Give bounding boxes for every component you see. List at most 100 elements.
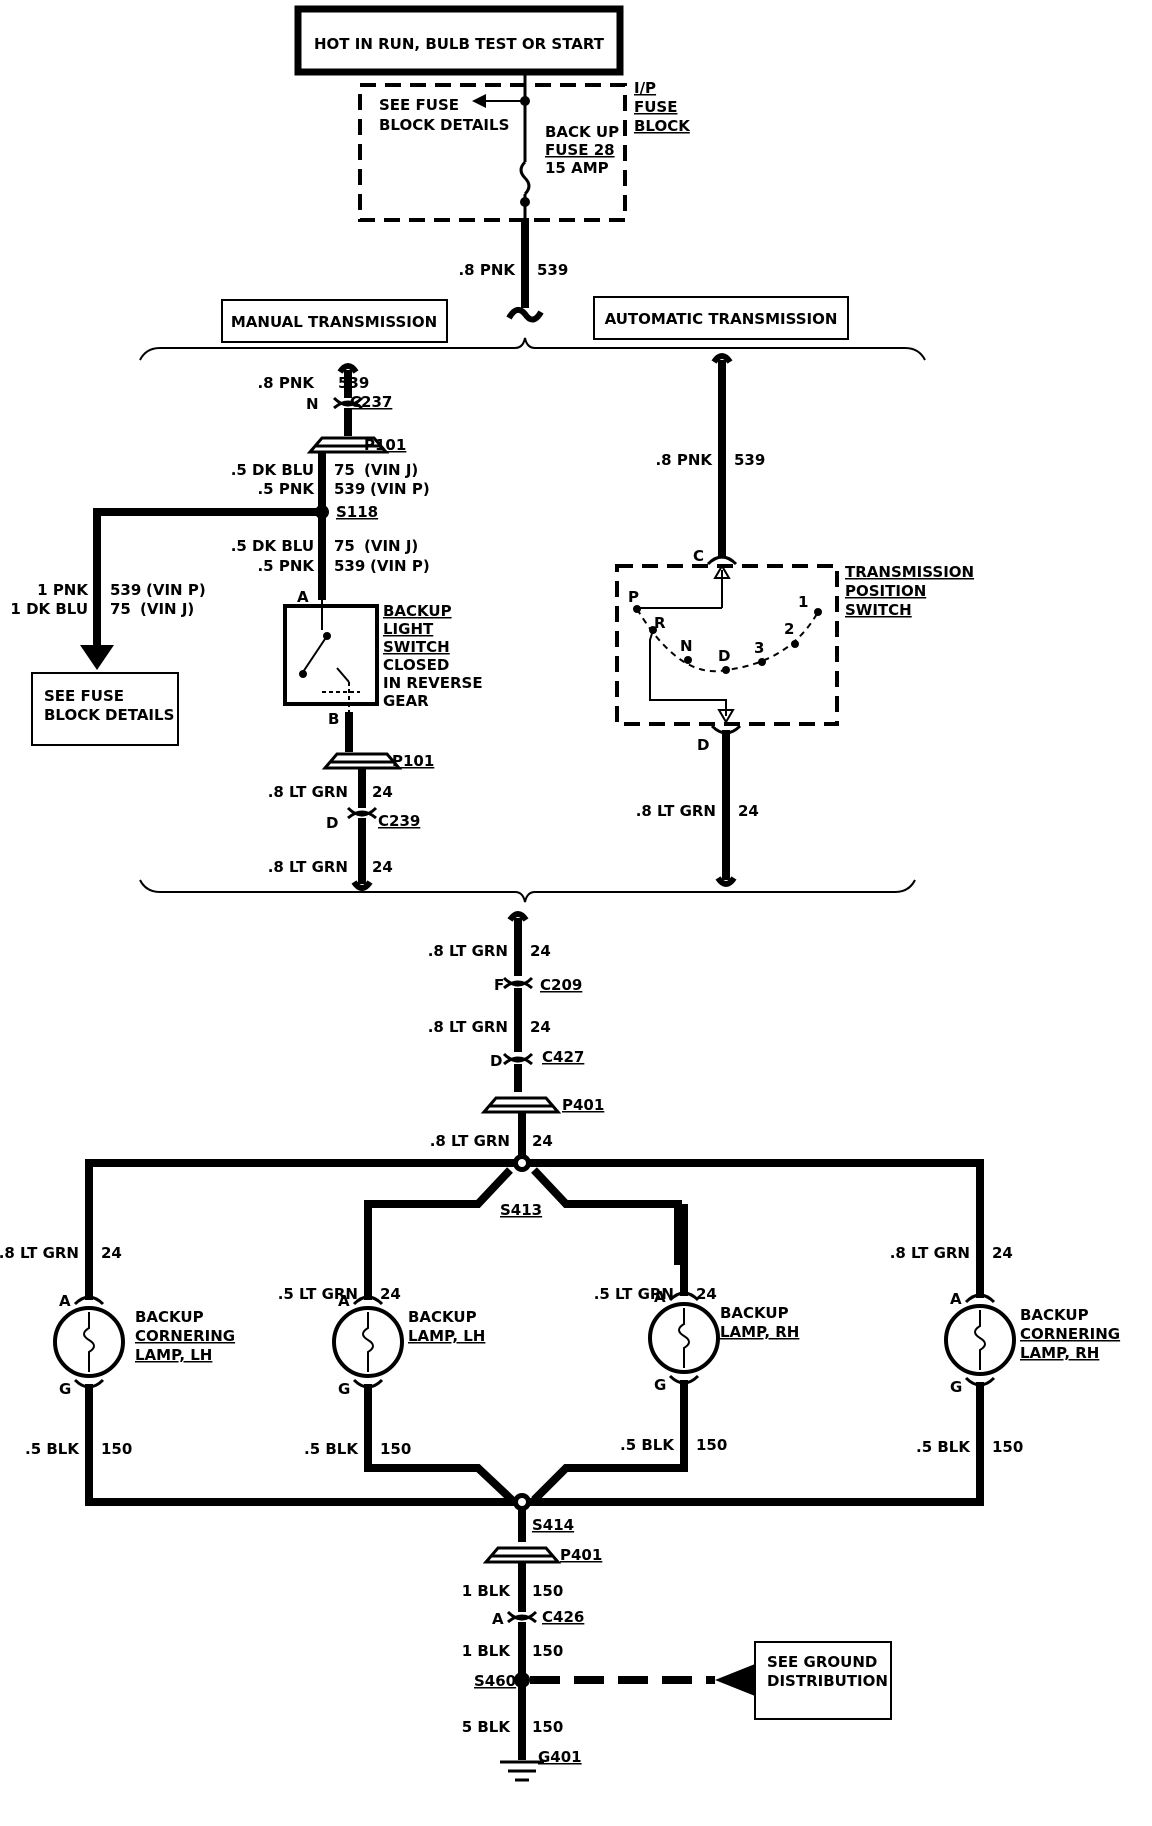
p401a-connector [480,1096,562,1114]
s413-splice-inner [518,1159,526,1167]
top-brace [139,337,926,361]
switch-label-4: CLOSED [383,656,449,674]
tps-pos-n-label: N [680,637,693,655]
lamp-label-line: CORNERING [1020,1325,1120,1343]
ground-w3-circuit: 150 [532,1718,563,1736]
auto-w1-color: .8 PNK [655,451,713,469]
lamp-bot-circuit: 150 [992,1438,1023,1456]
switch-blade-2 [336,667,350,683]
fuse-details-arrowhead [472,94,486,108]
branch-box-line-2: BLOCK DETAILS [44,706,174,724]
lamp-label-line: CORNERING [135,1327,235,1345]
p101a-name: P101 [364,436,406,454]
lamp-bot-color: .5 BLK [25,1440,80,1458]
lamp-bot-color: .5 BLK [916,1438,971,1456]
tps-output-path [649,629,727,716]
lamp-bot-circuit: 150 [696,1436,727,1454]
lamp-pin-g: G [654,1376,666,1394]
c239-pin: D [326,814,338,832]
ground-distribution-arrowhead [715,1664,755,1696]
lamp-pin-a: A [950,1290,962,1308]
c426-name: C426 [542,1608,584,1626]
lamp-pin-a: A [654,1288,666,1306]
switch-label-1: BACKUP [383,602,452,620]
lamp-pin-a-connector [352,1295,384,1306]
fuse-block-label-1: I/P [634,79,656,97]
lamp-top-color: .5 LT GRN [594,1285,674,1303]
switch-contact-left [299,670,307,678]
tps-label-3: SWITCH [845,601,912,619]
manual-w3b-color: .5 PNK [257,557,315,575]
manual-w1-color: .8 PNK [257,374,315,392]
s460-name: S460 [474,1672,516,1690]
s414-inner-bus-left [364,1395,515,1503]
tps-pos-p-label: P [628,588,639,606]
fuse-name-1: BACK UP [545,123,619,141]
manual-wire-break [337,363,359,374]
lamp-label-line: LAMP, RH [720,1323,799,1341]
manual-w2a-circuit: 75 [334,461,355,479]
manual-w3b-circuit: 539 [334,557,365,575]
manual-section-box [221,299,448,343]
lamp-label-line: BACKUP [408,1308,477,1326]
lamp-top-circuit: 24 [696,1285,717,1303]
ground-distribution-box [754,1641,892,1720]
tps-pos-n [684,656,692,664]
lamp-pin-a: A [59,1292,71,1310]
lamp-bulb-circle [944,1304,1016,1376]
power-source-label: HOT IN RUN, BULB TEST OR START [314,35,605,53]
c426-pin: A [492,1610,504,1628]
switch-label-3: SWITCH [383,638,450,656]
fuse-block-label-3: BLOCK [634,117,691,135]
switch-pin-a: A [297,588,309,606]
ground-box-line-2: DISTRIBUTION [767,1672,888,1690]
lamp-label-line: BACKUP [135,1308,204,1326]
lamp-label-line: BACKUP [720,1304,789,1322]
transmission-position-switch-outline [615,564,839,726]
lamp-filament [678,1308,690,1368]
branch-b-note: (VIN J) [140,600,194,618]
c237-name: C237 [350,393,392,411]
lamp-pin-a-connector [73,1295,105,1306]
switch-label-5: IN REVERSE [383,674,483,692]
tps-pos-r-label: R [654,614,666,632]
tps-output-arrow [717,709,735,724]
manual-w5-color: .8 LT GRN [268,858,348,876]
lamp-top-color: .5 LT GRN [278,1285,358,1303]
auto-w2-circuit: 24 [738,802,759,820]
manual-w2b-note: (VIN P) [370,480,430,498]
auto-pin-d: D [697,736,709,754]
branch-a-color: 1 PNK [37,581,89,599]
c239-connector [346,806,378,820]
manual-w1-circuit: 539 [338,374,369,392]
manual-wire-break-bottom [351,880,373,891]
auto-pin-c-connector [706,555,738,566]
s413-name: S413 [500,1201,542,1219]
auto-pin-c: C [693,547,704,565]
lamp-top-color: .8 LT GRN [0,1244,79,1262]
automatic-section-label: AUTOMATIC TRANSMISSION [605,310,838,328]
lamp-label-line: LAMP, LH [135,1346,212,1364]
auto-wire-break-bottom [715,876,737,887]
lamp-bot-color: .5 BLK [304,1440,359,1458]
manual-section-label: MANUAL TRANSMISSION [231,313,437,331]
branch-arrowhead [80,645,114,670]
wire-break-top [506,306,544,323]
ground-w3-color: 5 BLK [462,1718,512,1736]
lamp-top-circuit: 24 [101,1244,122,1262]
lamp-top-circuit: 24 [992,1244,1013,1262]
ground-w1-color: 1 BLK [462,1582,512,1600]
ip-fuse-block-outline [358,83,627,222]
lamp-bulb-circle [648,1302,720,1374]
tps-pos-3-label: 3 [754,639,764,657]
switch-blade [302,635,328,673]
branch-wire [93,508,322,650]
fuse-block-label-2: FUSE [634,98,677,116]
trunk-w1-circuit: 24 [530,942,551,960]
s460-splice [514,1672,530,1688]
c209-connector [502,976,534,990]
c237-connector [332,396,364,410]
p401a-name: P401 [562,1096,604,1114]
tps-pos-d-label: D [718,647,730,665]
